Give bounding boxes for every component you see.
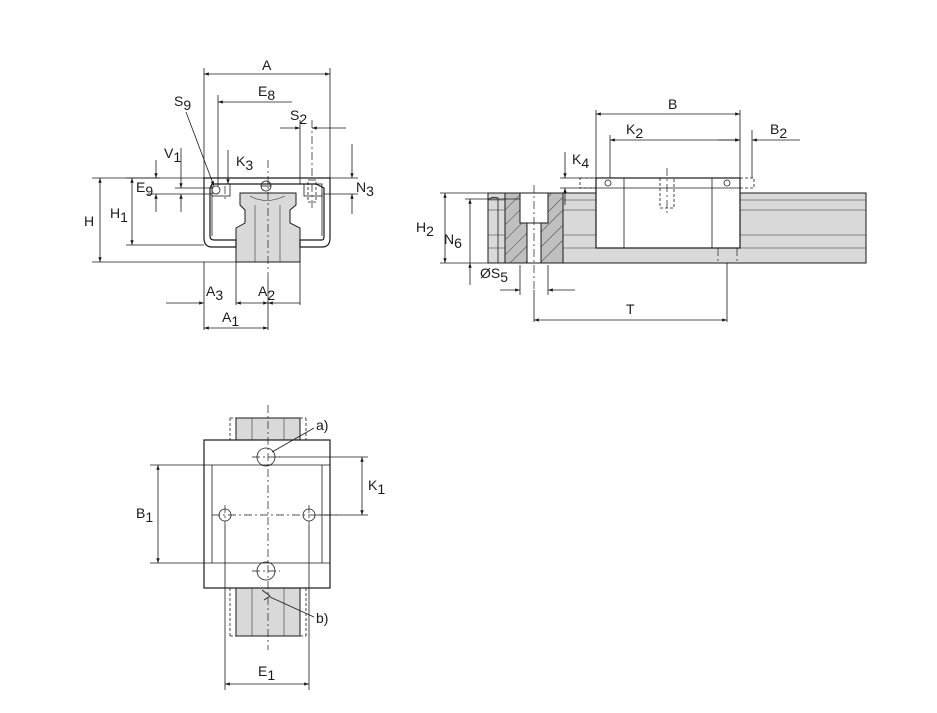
label-A3: A3	[206, 283, 223, 303]
dimension-labels: A E8 S9 S2 V1 K3 E9 N3 H H1 A3 A2 A1 B K…	[84, 57, 787, 683]
top-rail-lower	[235, 587, 301, 637]
label-H2: H2	[416, 219, 434, 239]
side-carriage	[595, 177, 741, 249]
label-E8: E8	[258, 83, 275, 103]
label-H1: H1	[110, 205, 128, 225]
label-B1: B1	[136, 505, 153, 525]
label-N6: N6	[444, 231, 462, 251]
label-K2: K2	[626, 121, 643, 141]
callout-b: b)	[316, 610, 328, 626]
top-view	[150, 405, 368, 690]
label-E9: E9	[136, 179, 153, 199]
label-A2: A2	[258, 283, 275, 303]
callout-a: a)	[316, 417, 328, 433]
front-view	[92, 68, 358, 330]
label-A: A	[262, 57, 272, 73]
label-H: H	[84, 213, 94, 229]
label-S9: S9	[174, 93, 191, 113]
top-carriage	[203, 439, 331, 589]
label-B2: B2	[770, 121, 787, 141]
label-A1: A1	[222, 309, 239, 329]
label-S2: S2	[290, 107, 307, 127]
label-E1: E1	[258, 663, 275, 683]
label-K4: K4	[572, 151, 589, 171]
label-B: B	[668, 96, 677, 112]
side-view	[440, 110, 867, 322]
label-S5: ØS5	[480, 265, 508, 285]
label-N3: N3	[356, 179, 374, 199]
label-T: T	[626, 301, 635, 317]
label-V1: V1	[164, 145, 181, 165]
label-K1: K1	[368, 477, 385, 497]
label-K3: K3	[236, 153, 253, 173]
